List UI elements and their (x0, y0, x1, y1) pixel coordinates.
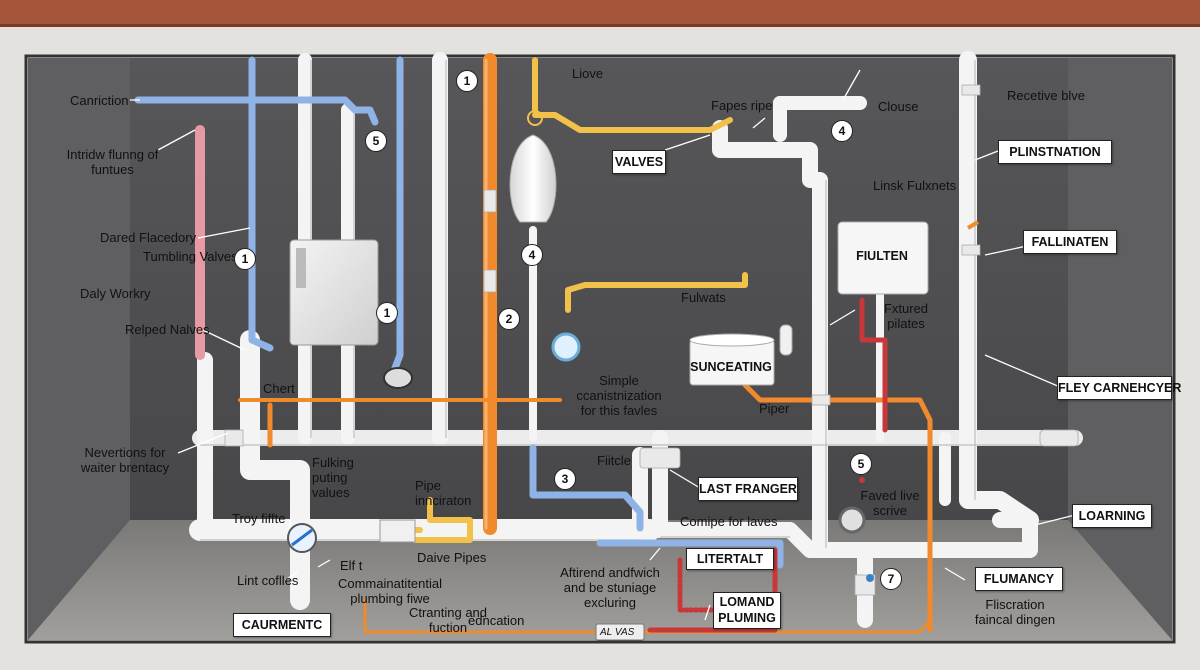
label-ctranting: Ctranting and fuction (408, 605, 488, 635)
label-tumbling: Tumbling Valves (143, 249, 238, 264)
al-vas-device (595, 623, 645, 641)
cold-water-pipes (134, 56, 784, 569)
box-lomand: LOMAND PLUMING (713, 592, 781, 629)
box-sunceating: SUNCEATING (690, 360, 772, 374)
wood-trim (0, 0, 1200, 26)
label-dared: Dared Flacedory (100, 230, 197, 245)
label-relped: Relped Nalves (125, 322, 210, 337)
box-fiulten: FIULTEN (856, 249, 908, 263)
right-side-wall (1068, 58, 1172, 640)
callout-3: 3 (554, 468, 576, 490)
callout-1-top: 1 (456, 70, 478, 92)
back-wall (28, 58, 1172, 640)
label-faved: Faved live scrive (860, 488, 920, 518)
left-side-wall (28, 58, 130, 640)
gas-pipes (392, 57, 748, 543)
red-pipes (647, 297, 888, 633)
gauge-right (838, 506, 866, 534)
label-liove: Liove (572, 66, 604, 81)
box-fley: FLEY CARNEHCYER (1057, 376, 1181, 400)
label-fxtured: Fxtured pilates (883, 301, 929, 331)
label-fiitcle: Fiitcle (597, 453, 631, 468)
label-troy: Troy fiffte (232, 511, 286, 526)
box-valves: VALVES (612, 150, 666, 174)
label-nevertions: Nevertions for waiter brentacy (80, 445, 170, 475)
label-aftirend: Aftirend andfwich and be stuniage exclur… (560, 565, 660, 610)
label-piper: Piper (759, 401, 790, 416)
box-flumancy: FLUMANCY (975, 567, 1063, 591)
label-simple: Simple ccanistnization for this favles (576, 373, 662, 418)
label-compie: Comipe for laves (680, 514, 778, 529)
fiulten-tank (837, 221, 929, 295)
label-lint: Lint coflles (237, 573, 299, 588)
label-linsk: Linsk Fulxnets (873, 178, 957, 193)
label-fiiscration: Fliscration faincal dingen (974, 597, 1056, 627)
label-daly: Daly Workry (80, 286, 151, 301)
water-heater-box (289, 239, 379, 346)
label-elf: Elf t (340, 558, 363, 573)
label-intrdw: Intridw flunng of funtues (66, 147, 159, 177)
label-clouse: Clouse (878, 99, 919, 114)
label-daive: Daive Pipes (417, 550, 487, 565)
callout-2-mid: 2 (498, 308, 520, 330)
callout-4-top: 4 (831, 120, 853, 142)
label-receive: Recetive blve (1007, 88, 1086, 103)
box-loarning: LOARNING (1072, 504, 1152, 528)
box-last-franger: LAST FRANGER (698, 477, 798, 501)
box-plinstration: PLINSTNATION (998, 140, 1112, 164)
label-fulwats: Fulwats (681, 290, 726, 305)
box-litertalt: LITERTALT (686, 548, 774, 570)
label-edncation: edncation (468, 613, 525, 628)
expansion-tank (509, 134, 557, 223)
label-pipe-inncir: Pipe innciraton (415, 478, 472, 508)
callout-5-right: 5 (850, 453, 872, 475)
callout-4-mid: 4 (521, 244, 543, 266)
callout-1-mid: 1 (376, 302, 398, 324)
gauge-yellow (551, 332, 581, 362)
label-canriction: Canriction (70, 93, 129, 108)
leader-lines (130, 69, 1076, 621)
label-al-vas: AL VAS (600, 627, 635, 638)
callout-7: 7 (880, 568, 902, 590)
label-chert: Chert (263, 381, 295, 396)
callout-5-top: 5 (365, 130, 387, 152)
box-fallinaten: FALLINATEN (1023, 230, 1117, 254)
label-fulking: Fulking puting values (312, 455, 354, 500)
callout-1-left: 1 (234, 248, 256, 270)
label-fapes: Fapes ripe (711, 98, 773, 113)
label-commain: Commainatitential plumbing fiwe (337, 576, 443, 606)
box-caurmentc: CAURMENTC (233, 613, 331, 637)
hot-water-pipes (238, 53, 933, 634)
